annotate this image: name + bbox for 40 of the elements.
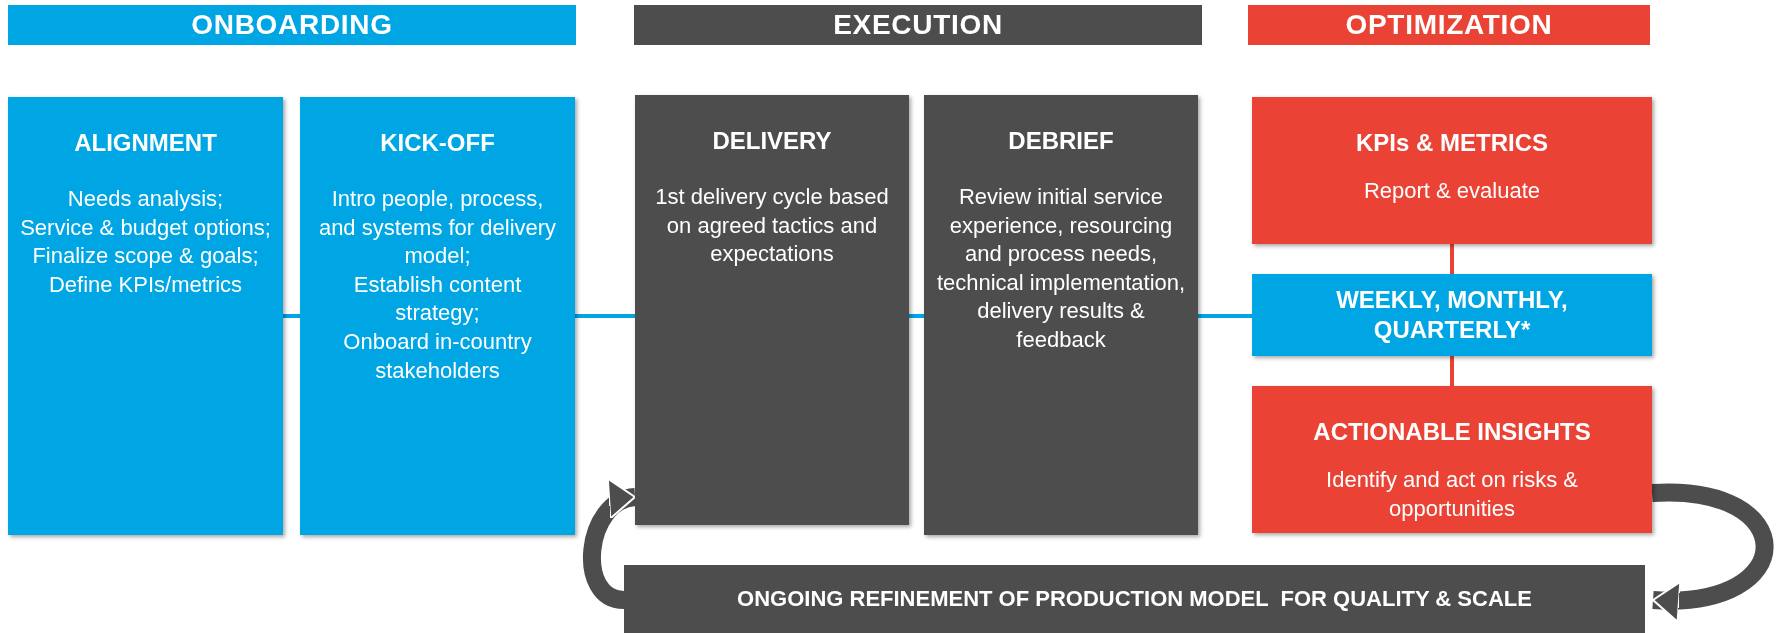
phase-header (634, 5, 1202, 45)
connector-line (1198, 314, 1252, 318)
step-description: 1st delivery cycle based on agreed tactics and expectations (654, 183, 890, 269)
connector-line (575, 314, 635, 318)
step-title: ACTIONABLE INSIGHTS (1312, 417, 1592, 447)
step-box (8, 97, 283, 535)
frequency-label: WEEKLY, MONTHLY, QUARTERLY* (1335, 285, 1569, 345)
phase-header (1248, 5, 1650, 45)
step-description: Onboard in-country stakeholders (342, 327, 533, 385)
step-box (1252, 97, 1652, 244)
connector-line (1450, 244, 1454, 274)
step-title: KPIs & METRICS (1355, 128, 1549, 158)
step-box (924, 95, 1198, 535)
phase-title: EXECUTION (833, 8, 1003, 42)
frequency-box (1252, 274, 1652, 356)
step-title: KICK-OFF (379, 128, 496, 158)
step-box (300, 97, 575, 535)
step-description: Report & evaluate (1362, 177, 1542, 205)
step-box (635, 95, 909, 525)
step-description: Establish content strategy; (352, 270, 523, 328)
connector-line (1450, 356, 1454, 386)
step-description: Identify and act on risks & opportunities (1325, 466, 1579, 523)
phase-title: ONBOARDING (191, 8, 393, 42)
step-description: Needs analysis; (66, 185, 225, 213)
phase-header (8, 5, 576, 45)
step-title: ALIGNMENT (73, 128, 218, 158)
refinement-bar (624, 565, 1645, 633)
step-box (1252, 386, 1652, 533)
step-description: Define KPIs/metrics (47, 270, 244, 299)
connector-line (283, 314, 300, 318)
step-title: DEBRIEF (1007, 126, 1115, 156)
step-description: Review initial service experience, resourcing and process needs, technical implementation, delivery results & feedback (936, 183, 1186, 354)
connector-line (909, 314, 924, 318)
step-title: DELIVERY (711, 126, 833, 156)
bar-title: ONGOING REFINEMENT OF PRODUCTION MODEL FOR QUALITY & SCALE (736, 585, 1533, 613)
step-description: Finalize scope & goals; (31, 242, 260, 271)
curved-arrow (1651, 484, 1774, 621)
step-description: Service & budget options; (20, 213, 271, 242)
step-description: Intro people, process, and systems for delivery model; (317, 185, 558, 271)
phase-title: OPTIMIZATION (1345, 8, 1553, 42)
